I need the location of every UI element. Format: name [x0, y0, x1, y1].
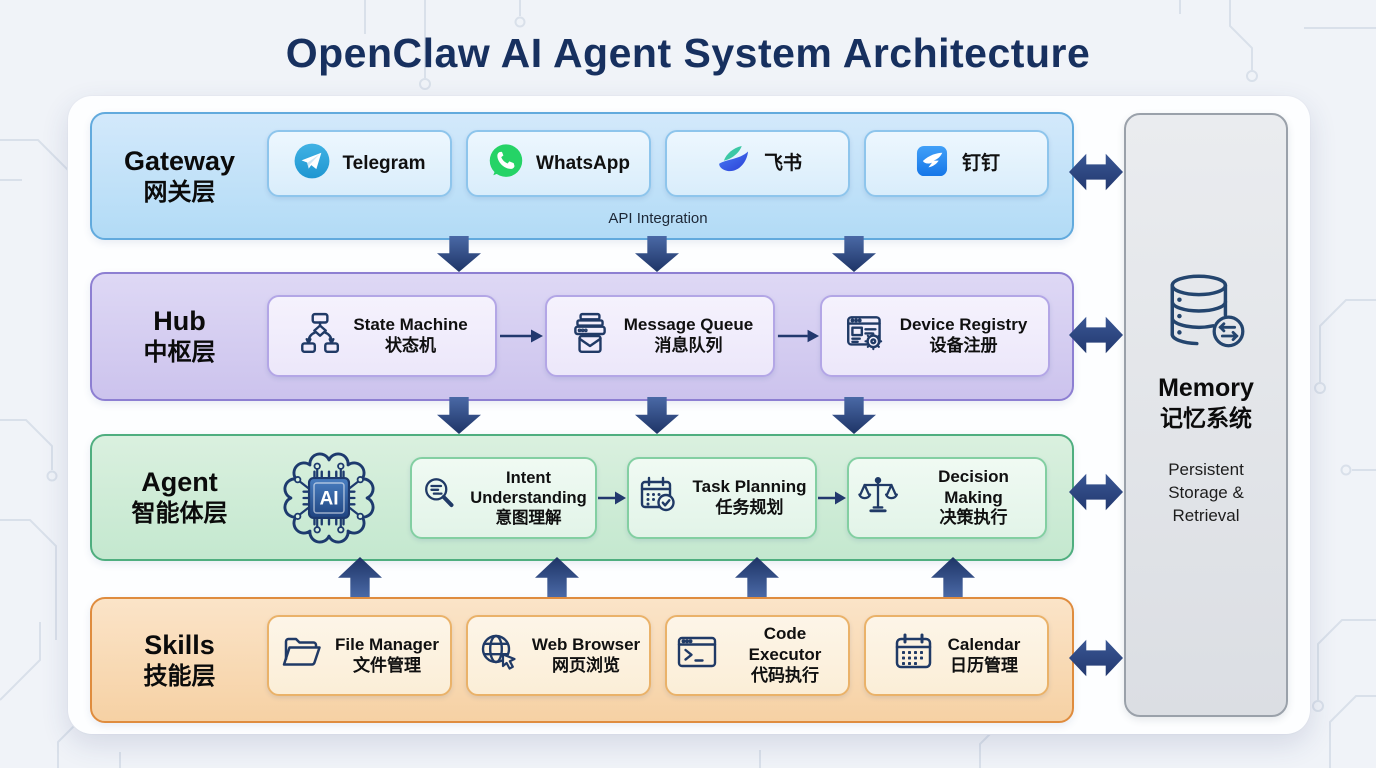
- arrow-skills-to-agent-4: [931, 557, 975, 597]
- calendar-node: Calendar 日历管理: [864, 615, 1049, 696]
- arrow-skills-to-agent-3: [735, 557, 779, 597]
- file-manager-node: File Manager 文件管理: [267, 615, 452, 696]
- gateway-layer-label: Gateway 网关层: [123, 145, 236, 206]
- folder-icon: [280, 631, 324, 680]
- agent-connector-arrow: [598, 491, 626, 505]
- device-registry-icon: [843, 311, 889, 362]
- calendar-label: Calendar 日历管理: [947, 634, 1021, 675]
- device-registry-label: Device Registry 设备注册: [899, 315, 1028, 355]
- arrow-hub-to-agent-3: [832, 397, 876, 434]
- intent-understanding-node: Intent Understanding 意图理解: [410, 457, 597, 539]
- arrow-hub-memory: [1069, 316, 1123, 354]
- api-integration-caption: API Integration: [608, 210, 708, 227]
- memory-panel: Memory 记忆系统 Persistent Storage & Retriev…: [1124, 113, 1288, 717]
- feishu-label: 飞书: [763, 152, 802, 174]
- arrow-gateway-memory: [1069, 153, 1123, 191]
- arrow-gateway-to-hub-1: [437, 236, 481, 272]
- state-machine-node: State Machine 状态机: [267, 295, 497, 377]
- agent-layer: Agent 智能体层: [90, 434, 1074, 561]
- decision-making-node: Decision Making 决策执行: [847, 457, 1047, 539]
- message-queue-label: Message Queue 消息队列: [623, 315, 754, 355]
- code-executor-label: Code Executor 代码执行: [748, 624, 822, 685]
- terminal-icon: [675, 631, 719, 680]
- arrow-gateway-to-hub-3: [832, 236, 876, 272]
- whatsapp-icon: [487, 142, 525, 185]
- skills-layer: Skills 技能层 File Manager 文件管理: [90, 597, 1074, 723]
- dingtalk-label: 钉钉: [961, 152, 1000, 174]
- memory-subtitle: Persistent Storage & Retrieval: [1168, 460, 1244, 525]
- agent-connector-arrow: [818, 491, 846, 505]
- file-manager-label: File Manager 文件管理: [335, 634, 439, 675]
- globe-cursor-icon: [477, 631, 521, 680]
- agent-layer-label: Agent 智能体层: [131, 467, 228, 528]
- task-planning-label: Task Planning 任务规划: [692, 477, 807, 517]
- gateway-layer: Gateway 网关层 Telegram: [90, 112, 1074, 240]
- intent-understanding-label: Intent Understanding 意图理解: [470, 468, 587, 528]
- dingtalk-icon: [913, 142, 951, 185]
- arrow-skills-to-agent-2: [535, 557, 579, 597]
- message-queue-icon: [567, 311, 613, 362]
- arrow-agent-memory: [1069, 473, 1123, 511]
- whatsapp-node: WhatsApp: [466, 130, 651, 197]
- telegram-label: Telegram: [342, 152, 426, 174]
- state-machine-icon: [296, 311, 342, 362]
- feishu-node: 飞书: [665, 130, 850, 197]
- scales-icon: [857, 475, 899, 522]
- diagram-card: Gateway 网关层 Telegram: [68, 96, 1310, 734]
- skills-layer-label: Skills 技能层: [143, 629, 216, 690]
- magnifier-lines-icon: [420, 475, 462, 522]
- database-sync-icon: [1160, 272, 1252, 359]
- whatsapp-label: WhatsApp: [536, 152, 630, 174]
- task-planning-node: Task Planning 任务规划: [627, 457, 817, 539]
- ai-brain-icon: AI: [264, 441, 394, 554]
- ai-chip-label: AI: [319, 488, 338, 509]
- hub-connector-arrow: [777, 329, 820, 343]
- arrow-skills-to-agent-1: [338, 557, 382, 597]
- arrow-skills-memory: [1069, 639, 1123, 677]
- feishu-icon: [713, 142, 753, 185]
- web-browser-label: Web Browser 网页浏览: [531, 634, 641, 675]
- memory-title: Memory: [1158, 374, 1254, 403]
- calendar-check-icon: [638, 474, 682, 523]
- dingtalk-node: 钉钉: [864, 130, 1049, 197]
- calendar-icon: [893, 631, 937, 680]
- decision-making-label: Decision Making 决策执行: [938, 466, 1009, 528]
- telegram-node: Telegram: [267, 130, 452, 197]
- code-executor-node: Code Executor 代码执行: [665, 615, 850, 696]
- hub-layer-label: Hub 中枢层: [143, 306, 216, 367]
- telegram-icon: [293, 142, 331, 185]
- page-title: OpenClaw AI Agent System Architecture: [285, 30, 1091, 76]
- device-registry-node: Device Registry 设备注册: [820, 295, 1050, 377]
- memory-title-zh: 记忆系统: [1160, 405, 1252, 432]
- arrow-gateway-to-hub-2: [635, 236, 679, 272]
- hub-connector-arrow: [500, 329, 543, 343]
- hub-layer: Hub 中枢层 State Machine: [90, 272, 1074, 401]
- arrow-hub-to-agent-2: [635, 397, 679, 434]
- web-browser-node: Web Browser 网页浏览: [466, 615, 651, 696]
- state-machine-label: State Machine 状态机: [353, 315, 468, 355]
- arrow-hub-to-agent-1: [437, 397, 481, 434]
- message-queue-node: Message Queue 消息队列: [545, 295, 775, 377]
